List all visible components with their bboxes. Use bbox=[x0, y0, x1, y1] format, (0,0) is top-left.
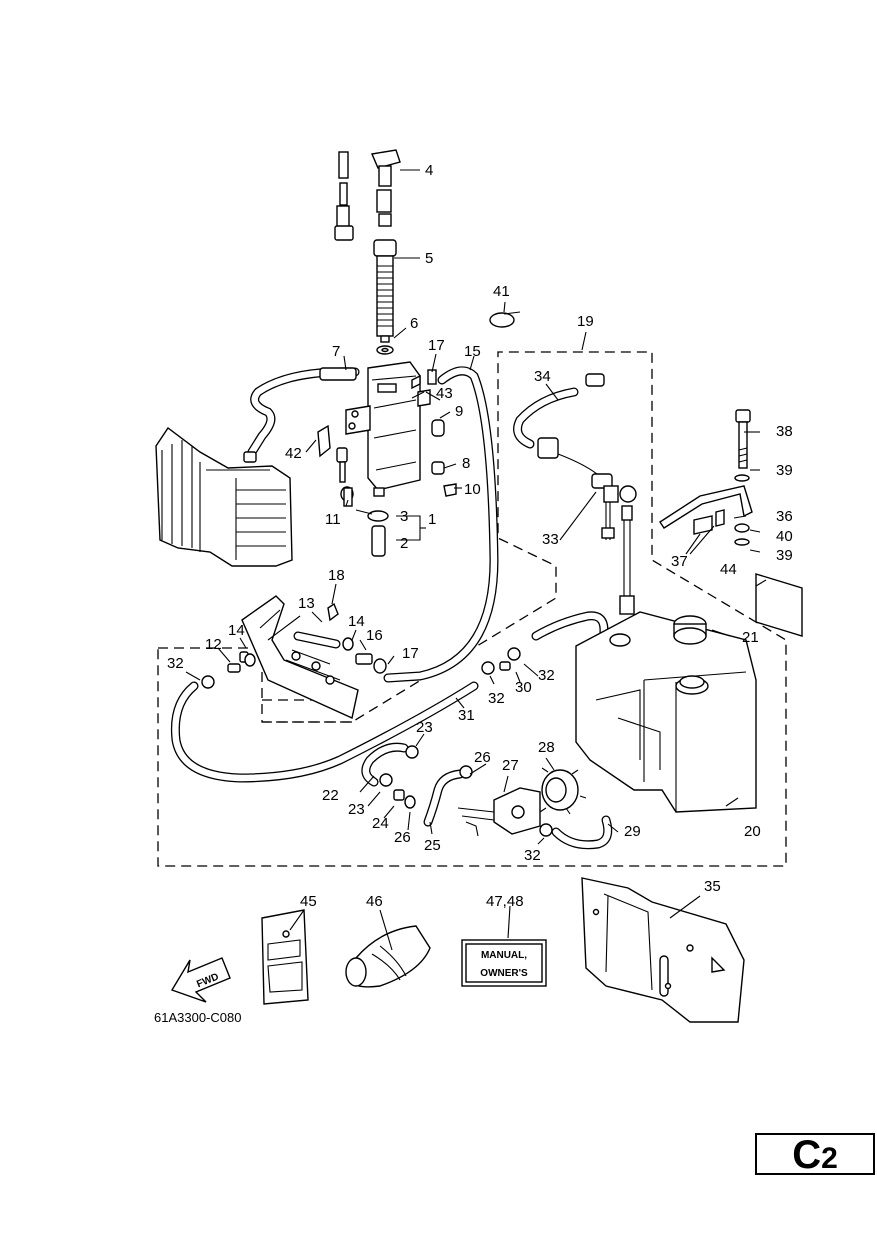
page-number: 2 bbox=[821, 1142, 838, 1175]
decal-45 bbox=[261, 909, 309, 1005]
callout-41: 41 bbox=[493, 283, 510, 300]
callout-32d: 32 bbox=[524, 847, 541, 864]
callout-25: 25 bbox=[424, 837, 441, 854]
hose-lines-lower bbox=[170, 611, 613, 850]
owners-manual bbox=[461, 939, 547, 987]
hose-clamp-41 bbox=[489, 311, 521, 328]
callout-36: 36 bbox=[776, 508, 793, 525]
callout-27: 27 bbox=[502, 757, 519, 774]
callout-labels: 4 5 6 7 17 15 41 19 34 43 9 8 10 42 11 3… bbox=[167, 162, 793, 910]
manual-label-line2: OWNER'S bbox=[480, 968, 528, 979]
callout-8: 8 bbox=[462, 455, 470, 472]
callout-42: 42 bbox=[285, 445, 302, 462]
cover-46 bbox=[345, 925, 431, 988]
callout-28: 28 bbox=[538, 739, 555, 756]
callout-38: 38 bbox=[776, 423, 793, 440]
fittings-lower bbox=[379, 647, 553, 837]
callout-13: 13 bbox=[298, 595, 315, 612]
callout-17a: 17 bbox=[428, 337, 445, 354]
callout-24: 24 bbox=[372, 815, 389, 832]
callout-23b: 23 bbox=[348, 801, 365, 818]
callout-22: 22 bbox=[322, 787, 339, 804]
callout-23a: 23 bbox=[416, 719, 433, 736]
callout-3: 3 bbox=[400, 508, 408, 525]
callout-5: 5 bbox=[425, 250, 433, 267]
callout-12: 12 bbox=[205, 636, 222, 653]
callout-19: 19 bbox=[577, 313, 594, 330]
sub-tank-assembly bbox=[317, 361, 457, 557]
callout-17b: 17 bbox=[402, 645, 419, 662]
callout-39b: 39 bbox=[776, 547, 793, 564]
main-oil-tank bbox=[575, 611, 757, 813]
callout-16: 16 bbox=[366, 627, 383, 644]
bolt-and-washers bbox=[734, 409, 751, 546]
callout-30: 30 bbox=[515, 679, 532, 696]
callout-33: 33 bbox=[542, 531, 559, 548]
primer-handle-assembly bbox=[334, 129, 401, 355]
callout-21: 21 bbox=[742, 629, 759, 646]
callout-15: 15 bbox=[464, 343, 481, 360]
tank-bracket bbox=[581, 877, 745, 1023]
lower-engine-section bbox=[241, 595, 373, 719]
callout-26a: 26 bbox=[474, 749, 491, 766]
callout-26b: 26 bbox=[394, 829, 411, 846]
callout-37: 37 bbox=[671, 553, 688, 570]
callout-4: 4 bbox=[425, 162, 433, 179]
page-badge: C2 bbox=[755, 1133, 875, 1175]
manual-label-line1: MANUAL, bbox=[481, 950, 527, 961]
oil-cap bbox=[539, 767, 587, 815]
group-outline-main bbox=[157, 351, 787, 867]
callout-31: 31 bbox=[458, 707, 475, 724]
callout-32a: 32 bbox=[167, 655, 184, 672]
callout-7: 7 bbox=[332, 343, 340, 360]
callout-44: 44 bbox=[720, 561, 737, 578]
callout-39a: 39 bbox=[776, 462, 793, 479]
callout-1: 1 bbox=[428, 511, 436, 528]
callout-46: 46 bbox=[366, 893, 383, 910]
tank-cap bbox=[673, 615, 707, 645]
leader-lines bbox=[185, 169, 767, 951]
callout-45: 45 bbox=[300, 893, 317, 910]
callout-14a: 14 bbox=[228, 622, 245, 639]
callout-9: 9 bbox=[455, 403, 463, 420]
fittings-left bbox=[201, 637, 387, 689]
fuel-pump bbox=[457, 787, 541, 837]
diagram-code: 61A3300-C080 bbox=[154, 1010, 241, 1025]
hose-lines-upper bbox=[243, 366, 499, 683]
callout-35: 35 bbox=[704, 878, 721, 895]
callout-40: 40 bbox=[776, 528, 793, 545]
callout-11: 11 bbox=[325, 511, 341, 528]
callout-47-48: 47,48 bbox=[486, 893, 524, 910]
fwd-arrow-icon bbox=[170, 957, 231, 1003]
callout-34: 34 bbox=[534, 368, 551, 385]
callout-43: 43 bbox=[436, 385, 453, 402]
caution-label-44 bbox=[755, 573, 803, 637]
callout-29: 29 bbox=[624, 823, 641, 840]
callout-6: 6 bbox=[410, 315, 418, 332]
callout-20: 20 bbox=[744, 823, 761, 840]
callout-14b: 14 bbox=[348, 613, 365, 630]
engine-block-outline bbox=[155, 426, 293, 567]
callout-18: 18 bbox=[328, 567, 345, 584]
callout-32b: 32 bbox=[488, 690, 505, 707]
callout-2: 2 bbox=[400, 535, 408, 552]
page-letter: C bbox=[792, 1133, 822, 1177]
callout-32c: 32 bbox=[538, 667, 555, 684]
callout-10: 10 bbox=[464, 481, 481, 498]
level-sensor-harness bbox=[513, 373, 637, 615]
